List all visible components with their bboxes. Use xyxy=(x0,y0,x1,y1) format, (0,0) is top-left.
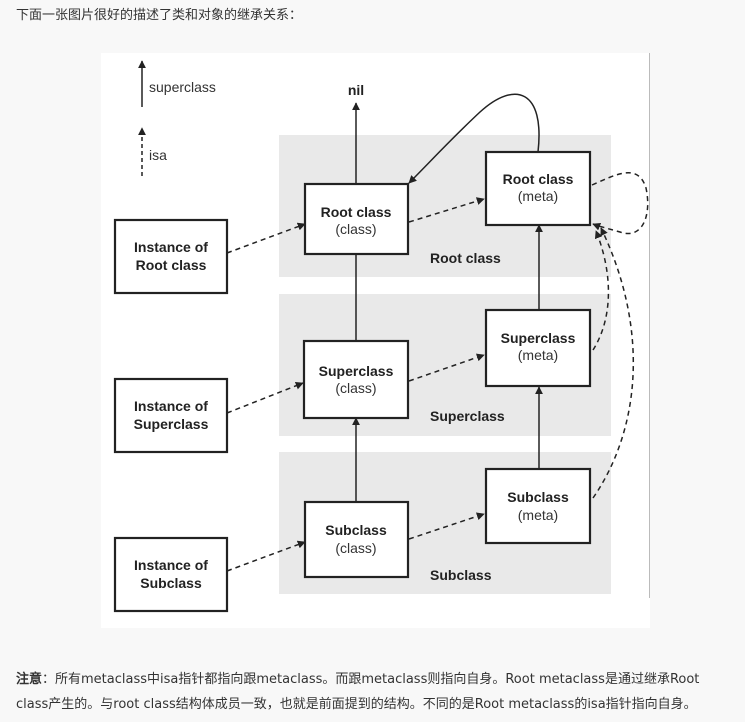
sub-class-to-sub-meta-isa xyxy=(408,512,485,540)
super-class-line1: Superclass xyxy=(319,363,394,379)
note-text: ：所有metaclass中isa指针都指向跟metaclass。而跟metacl… xyxy=(16,672,700,712)
sub-class-line1: Subclass xyxy=(325,522,387,538)
root-row-label: Root class xyxy=(430,250,501,266)
instance-super-line1: Instance of xyxy=(134,398,208,414)
instance-super-line2: Superclass xyxy=(134,416,209,432)
figure-right-border xyxy=(649,53,650,598)
super-class-line2: (class) xyxy=(335,380,376,396)
super-meta-box: Superclass (meta) xyxy=(484,308,592,388)
super-meta-line2: (meta) xyxy=(518,347,558,363)
root-meta-line2: (meta) xyxy=(518,188,558,204)
isa-arrows xyxy=(226,172,649,572)
root-class-line1: Root class xyxy=(321,204,392,220)
sub-class-line2: (class) xyxy=(335,540,376,556)
super-meta-to-root-meta-isa xyxy=(592,230,610,351)
note-paragraph: 注意：所有metaclass中isa指针都指向跟metaclass。而跟meta… xyxy=(16,667,728,717)
note-label: 注意 xyxy=(16,672,43,687)
superclass-arrows xyxy=(352,93,543,501)
instance-sub-line2: Subclass xyxy=(140,575,202,591)
sub-row-label: Subclass xyxy=(430,567,492,583)
instance-super-to-super-class-isa xyxy=(226,381,304,414)
instance-root-line2: Root class xyxy=(136,257,207,273)
intro-text: 下面一张图片很好的描述了类和对象的继承关系： xyxy=(16,8,303,23)
sub-class-box: Subclass (class) xyxy=(303,500,410,579)
instance-root-box: Instance of Root class xyxy=(113,218,229,295)
sub-meta-line1: Subclass xyxy=(507,489,569,505)
super-class-to-super-meta-isa xyxy=(408,353,485,382)
sub-meta-line2: (meta) xyxy=(518,507,558,523)
root-meta-box: Root class (meta) xyxy=(484,150,592,227)
instance-super-box: Instance of Superclass xyxy=(113,377,229,454)
legend-isa-label: isa xyxy=(149,147,167,163)
instance-root-to-root-class-isa xyxy=(226,222,306,254)
instance-sub-to-sub-class-isa xyxy=(226,540,306,572)
root-meta-line1: Root class xyxy=(503,171,574,187)
instance-sub-box: Instance of Subclass xyxy=(113,536,229,613)
legend: superclass isa xyxy=(138,60,216,176)
sub-meta-to-root-meta-isa xyxy=(592,227,635,499)
super-class-box: Superclass (class) xyxy=(302,339,410,420)
root-meta-to-root-class-arrow xyxy=(408,93,540,184)
root-class-box: Root class (class) xyxy=(303,182,410,256)
super-row-label: Superclass xyxy=(430,408,505,424)
root-class-to-root-meta-isa xyxy=(408,197,485,223)
super-meta-line1: Superclass xyxy=(501,330,576,346)
sub-meta-box: Subclass (meta) xyxy=(484,467,592,545)
root-class-line2: (class) xyxy=(335,221,376,237)
nil-label: nil xyxy=(348,82,364,98)
instance-root-line1: Instance of xyxy=(134,239,208,255)
legend-superclass-label: superclass xyxy=(149,79,216,95)
instance-sub-line1: Instance of xyxy=(134,557,208,573)
